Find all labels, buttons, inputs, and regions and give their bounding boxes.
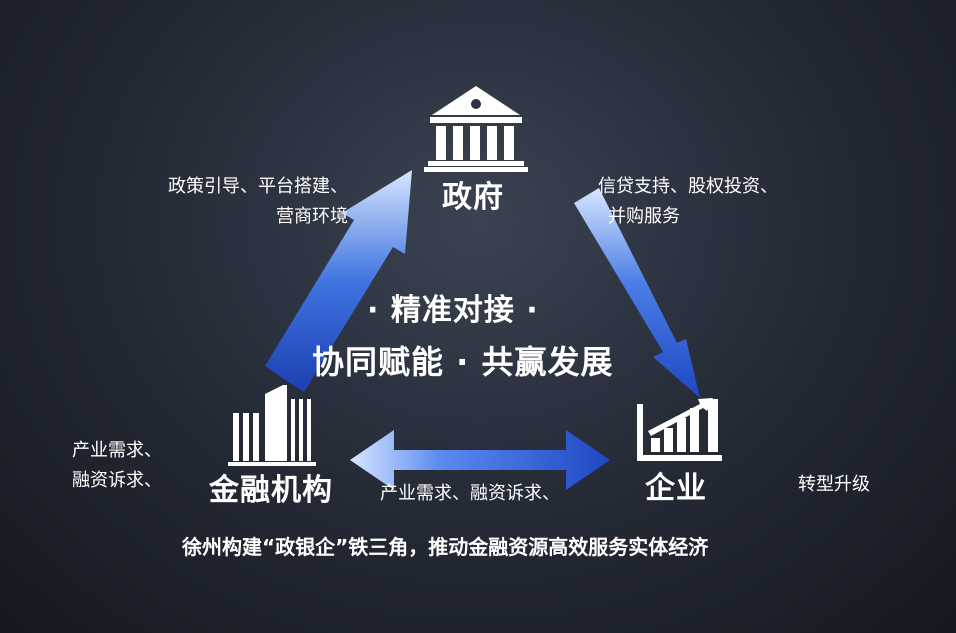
annotation-left-bottom-line2: 融资诉求、 [72, 470, 162, 491]
annotation-right-top: 信贷支持、股权投资、 并购服务 [598, 172, 778, 232]
node-enterprise: 企业 [645, 471, 707, 506]
annotation-bottom-middle: 产业需求、融资诉求、 [380, 483, 560, 504]
enterprise-growth-chart-icon [637, 398, 722, 461]
caption: 徐州构建“政银企”铁三角，推动金融资源高效服务实体经济 [182, 535, 709, 559]
annotation-right-top-line1: 信贷支持、股权投资、 [598, 176, 778, 197]
annotation-left-bottom-line1: 产业需求、 [72, 440, 162, 461]
node-financial-institutions: 金融机构 [209, 473, 333, 508]
center-slogan-line2: 协同赋能 · 共赢发展 [312, 343, 614, 381]
annotation-left-top: 政策引导、平台搭建、 营商环境 [168, 172, 348, 232]
annotation-right-bottom: 转型升级 [798, 474, 870, 495]
center-slogan-line1: · 精准对接 · [367, 293, 539, 328]
annotation-left-top-line1: 政策引导、平台搭建、 [168, 176, 348, 197]
arrow-finance-enterprise [350, 430, 610, 490]
arrow-government-to-enterprise [574, 188, 700, 398]
financial-tower-icon [228, 385, 316, 466]
node-government: 政府 [442, 180, 504, 215]
government-building-icon [424, 86, 528, 172]
annotation-left-top-line2: 营商环境 [276, 206, 348, 227]
annotation-right-top-line2: 并购服务 [608, 206, 680, 227]
arrow-finance-to-government [265, 170, 412, 392]
annotation-left-bottom: 产业需求、 融资诉求、 [72, 436, 162, 496]
